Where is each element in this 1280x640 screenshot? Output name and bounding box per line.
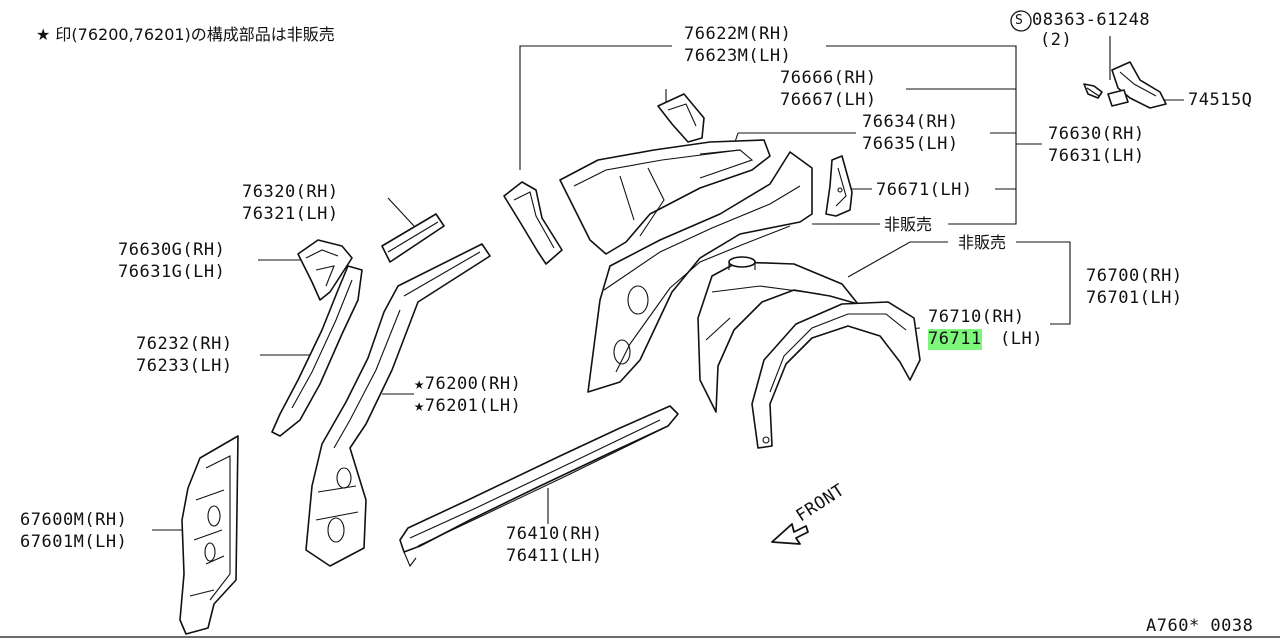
part-76630g-bracket [297,239,353,301]
label-76321-lh: 76321(LH) [242,204,339,224]
screw-08363 [1083,83,1103,99]
label-hihanbai-upper: 非販売 [884,215,933,234]
label-76667-lh: 76667(LH) [780,90,877,110]
label-76700-rh: 76700(RH) [1086,266,1183,286]
label-76631-lh: 76631(LH) [1048,146,1145,166]
label-76200-rh: ★76200(RH) [414,374,522,394]
label-76233-lh: 76233(LH) [136,356,233,376]
label-76630-rh: 76630(RH) [1048,124,1145,144]
label-76410-rh: 76410(RH) [506,524,603,544]
label-76634-rh: 76634(RH) [862,112,959,132]
drawing-code: A760* 0038 [1146,616,1254,636]
label-76711-highlighted[interactable]: 76711 [928,329,982,350]
part-76671-gusset [825,155,853,217]
label-screw-qty: (2) [1040,30,1073,50]
label-76201-lh: ★76201(LH) [414,396,522,416]
part-76320-panel [381,213,445,263]
label-76711-lh: (LH) [1000,329,1043,349]
part-76666-bracket [657,93,705,143]
label-67600m-rh: 67600M(RH) [20,510,128,530]
part-76630-inner-panel [587,151,813,393]
part-76200-center-pillar [305,243,491,567]
part-76700-wheelhouse-inner [697,256,859,413]
label-76232-rh: 76232(RH) [136,334,233,354]
part-76232-pillar-inner [271,265,363,437]
label-76623m-lh: 76623M(LH) [684,46,792,66]
part-76622m-bracket [503,181,563,265]
part-76410-sill [399,405,679,568]
label-76631g-lh: 76631G(LH) [118,262,226,282]
front-arrow-icon [771,523,809,545]
part-74515q-hinge [1107,61,1167,109]
label-67601m-lh: 67601M(LH) [20,532,128,552]
screw-symbol-icon [1010,10,1032,32]
part-67600m-hinge-pillar [179,435,239,635]
label-76320-rh: 76320(RH) [242,182,339,202]
label-76635-lh: 76635(LH) [862,134,959,154]
part-76634-upper-panel [559,139,771,255]
label-76630g-rh: 76630G(RH) [118,240,226,260]
label-76710-rh: 76710(RH) [928,307,1025,327]
part-76710-wheelhouse-outer [751,301,921,449]
label-74515q: 74515Q [1188,90,1253,110]
label-76622m-rh: 76622M(RH) [684,24,792,44]
note-text: ★ 印(76200,76201)の構成部品は非販売 [36,25,335,44]
label-76666-rh: 76666(RH) [780,68,877,88]
label-screw-number: 08363-61248 [1032,10,1151,30]
label-76701-lh: 76701(LH) [1086,288,1183,308]
label-hihanbai-lower: 非販売 [958,233,1007,252]
label-screw-symbol: S [1015,13,1024,28]
label-76671-lh: 76671(LH) [876,180,973,200]
label-76411-lh: 76411(LH) [506,546,603,566]
